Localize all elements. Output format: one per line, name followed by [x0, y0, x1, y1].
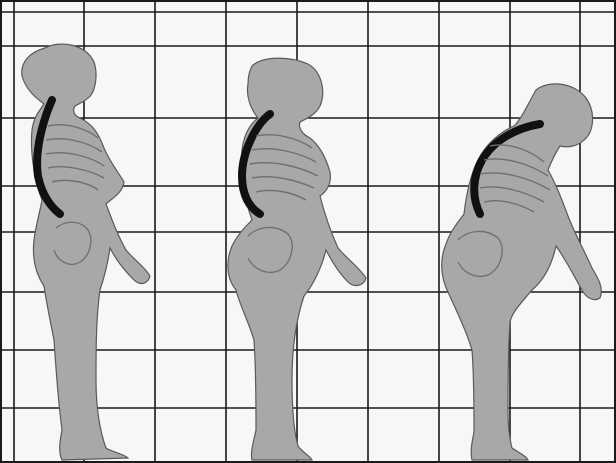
posture-scene — [0, 0, 616, 463]
posture-figure — [0, 0, 616, 463]
